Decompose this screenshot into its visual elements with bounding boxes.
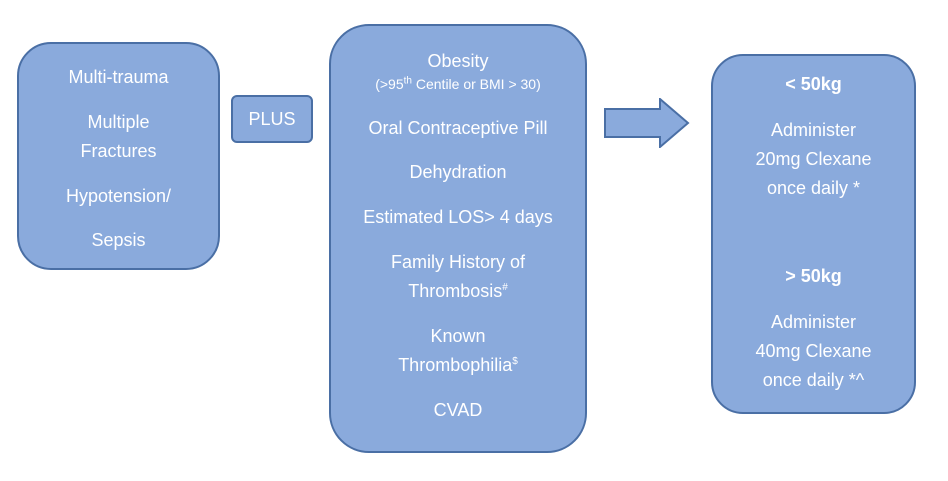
cvad-item: CVAD xyxy=(433,400,483,420)
thrombophilia-mark: $ xyxy=(512,356,518,367)
left-line-3: Fractures xyxy=(80,141,157,161)
obesity-detail-suffix: Centile or BMI > 30) xyxy=(411,76,541,92)
risk-factors-box: Multi-trauma Multiple Fractures Hypotens… xyxy=(17,42,220,270)
family-history-mark: # xyxy=(502,282,508,293)
over-50-heading: > 50kg xyxy=(785,266,842,286)
under-50-line-3: once daily * xyxy=(766,178,861,198)
family-history-line-2: Thrombosis# xyxy=(331,280,585,303)
over-50-line-3: once daily *^ xyxy=(762,370,865,390)
plus-box: PLUS xyxy=(231,95,313,143)
family-history-text: Thrombosis xyxy=(408,281,503,301)
ocp-item: Oral Contraceptive Pill xyxy=(368,118,548,138)
under-50-line-2: 20mg Clexane xyxy=(755,149,872,169)
left-line-1: Multi-trauma xyxy=(68,67,169,87)
dehydration-item: Dehydration xyxy=(409,162,507,182)
dosing-box: < 50kg Administer 20mg Clexane once dail… xyxy=(711,54,916,414)
right-arrow-icon xyxy=(604,98,690,148)
family-history-line-1: Family History of xyxy=(390,252,525,272)
additional-risk-factors-box: Obesity (>95th Centile or BMI > 30) Oral… xyxy=(329,24,587,453)
obesity-detail-prefix: (>95 xyxy=(375,76,404,92)
thrombophilia-text: Thrombophilia xyxy=(398,355,513,375)
obesity-detail: (>95th Centile or BMI > 30) xyxy=(331,75,585,93)
under-50-line-1: Administer xyxy=(770,120,857,140)
thrombophilia-line-1: Known xyxy=(430,326,486,346)
left-line-2: Multiple xyxy=(87,112,150,132)
plus-label: PLUS xyxy=(248,109,296,129)
left-line-4: Hypotension/ xyxy=(65,186,172,206)
los-item: Estimated LOS> 4 days xyxy=(363,207,553,227)
over-50-line-2: 40mg Clexane xyxy=(755,341,872,361)
obesity-detail-sup: th xyxy=(403,75,412,87)
under-50-heading: < 50kg xyxy=(785,74,842,94)
obesity-title: Obesity xyxy=(427,51,489,71)
over-50-line-1: Administer xyxy=(770,312,857,332)
thrombophilia-line-2: Thrombophilia$ xyxy=(331,354,585,377)
left-line-5: Sepsis xyxy=(91,230,146,250)
